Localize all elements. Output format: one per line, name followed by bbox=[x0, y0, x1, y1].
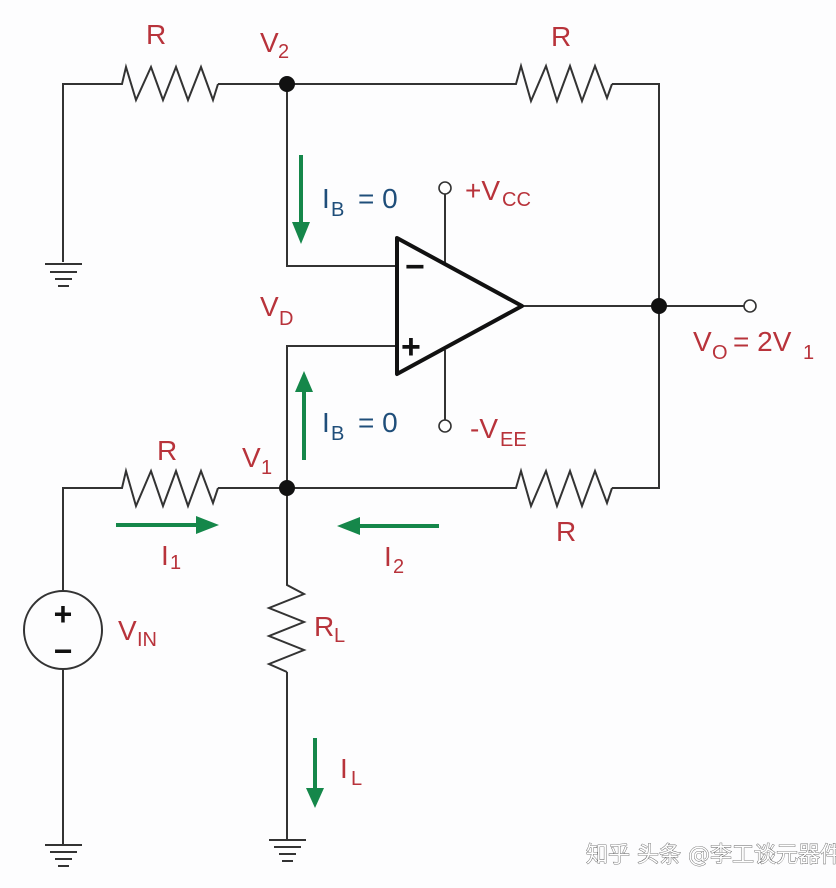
svg-text:-V: -V bbox=[470, 413, 498, 444]
wire-noninverting-to-v1 bbox=[286, 345, 397, 488]
label-vin: V IN bbox=[118, 615, 157, 651]
wire-v2-to-inverting bbox=[286, 84, 397, 267]
svg-text:= 0: = 0 bbox=[358, 407, 398, 438]
label-i1: I 1 bbox=[161, 540, 181, 574]
svg-text:2: 2 bbox=[278, 41, 289, 63]
svg-text:I: I bbox=[322, 183, 330, 214]
svg-text:1: 1 bbox=[803, 342, 814, 364]
resistor-top-right bbox=[512, 62, 613, 105]
node-v2-dot bbox=[279, 76, 295, 92]
vee-terminal bbox=[438, 419, 452, 433]
svg-text:1: 1 bbox=[261, 457, 272, 479]
opamp-inverting-sign: − bbox=[405, 248, 425, 286]
svg-text:CC: CC bbox=[502, 189, 531, 211]
svg-text:V: V bbox=[693, 326, 712, 357]
resistor-bottom-left bbox=[118, 467, 219, 509]
svg-text:= 2V: = 2V bbox=[733, 326, 792, 357]
resistor-load bbox=[266, 578, 307, 673]
svg-text:O: O bbox=[712, 342, 728, 364]
arrow-il-icon bbox=[306, 738, 324, 808]
source-plus-sign: + bbox=[54, 596, 73, 632]
svg-text:L: L bbox=[334, 625, 345, 647]
watermark: 知乎 头条 @李工谈元器件 bbox=[586, 843, 836, 868]
arrow-ib-bottom-icon bbox=[295, 371, 313, 460]
svg-text:I: I bbox=[161, 540, 169, 571]
svg-text:B: B bbox=[331, 423, 344, 445]
svg-text:+V: +V bbox=[465, 175, 500, 206]
ground-icon bbox=[45, 844, 82, 867]
svg-text:I: I bbox=[384, 541, 392, 572]
opamp-symbol bbox=[395, 236, 524, 376]
ground-icon bbox=[269, 839, 306, 862]
resistor-bottom-right bbox=[512, 467, 613, 510]
output-terminal bbox=[743, 299, 757, 313]
label-vo: V O = 2V 1 bbox=[693, 326, 814, 364]
svg-text:= 0: = 0 bbox=[358, 183, 398, 214]
arrow-i2-icon bbox=[337, 517, 439, 535]
resistor-top-left bbox=[118, 63, 219, 104]
svg-text:L: L bbox=[351, 768, 362, 790]
svg-text:V: V bbox=[260, 27, 279, 58]
svg-text:I: I bbox=[322, 407, 330, 438]
ground-icon bbox=[45, 263, 82, 287]
label-il: I L bbox=[340, 753, 362, 790]
label-ib-top: I B = 0 bbox=[322, 183, 398, 221]
label-i2: I 2 bbox=[384, 541, 404, 578]
wire-vin-to-r bbox=[62, 487, 118, 590]
label-v2: V 2 bbox=[260, 27, 289, 63]
voltage-source-vin bbox=[23, 590, 103, 670]
svg-text:2: 2 bbox=[393, 556, 404, 578]
label-r-bottom-left: R bbox=[157, 435, 177, 466]
wires bbox=[62, 83, 744, 845]
node-output-dot bbox=[651, 298, 667, 314]
wire-top-left bbox=[62, 83, 118, 262]
svg-text:R: R bbox=[314, 611, 334, 642]
vcc-terminal bbox=[438, 181, 452, 195]
label-vcc: +V CC bbox=[465, 175, 531, 211]
label-ib-bottom: I B = 0 bbox=[322, 407, 398, 445]
source-minus-sign: − bbox=[54, 633, 73, 669]
node-v1-dot bbox=[279, 480, 295, 496]
arrow-ib-top-icon bbox=[292, 155, 310, 244]
label-v1: V 1 bbox=[242, 442, 272, 479]
svg-text:1: 1 bbox=[170, 552, 181, 574]
label-rl: R L bbox=[314, 611, 345, 647]
svg-text:D: D bbox=[279, 308, 293, 330]
label-vee: -V EE bbox=[470, 413, 527, 451]
svg-text:IN: IN bbox=[137, 629, 157, 651]
svg-text:V: V bbox=[260, 291, 279, 322]
svg-text:V: V bbox=[242, 442, 261, 473]
label-r-bottom-right: R bbox=[556, 516, 576, 547]
label-r-top-right: R bbox=[551, 21, 571, 52]
svg-text:I: I bbox=[340, 753, 348, 784]
svg-text:EE: EE bbox=[500, 429, 527, 451]
svg-text:V: V bbox=[118, 615, 137, 646]
opamp-noninverting-sign: + bbox=[401, 328, 421, 366]
arrow-i1-icon bbox=[116, 516, 219, 534]
label-vd: V D bbox=[260, 291, 293, 330]
label-r-top-left: R bbox=[146, 19, 166, 50]
svg-text:B: B bbox=[331, 199, 344, 221]
wire-feedback-right bbox=[612, 83, 660, 489]
